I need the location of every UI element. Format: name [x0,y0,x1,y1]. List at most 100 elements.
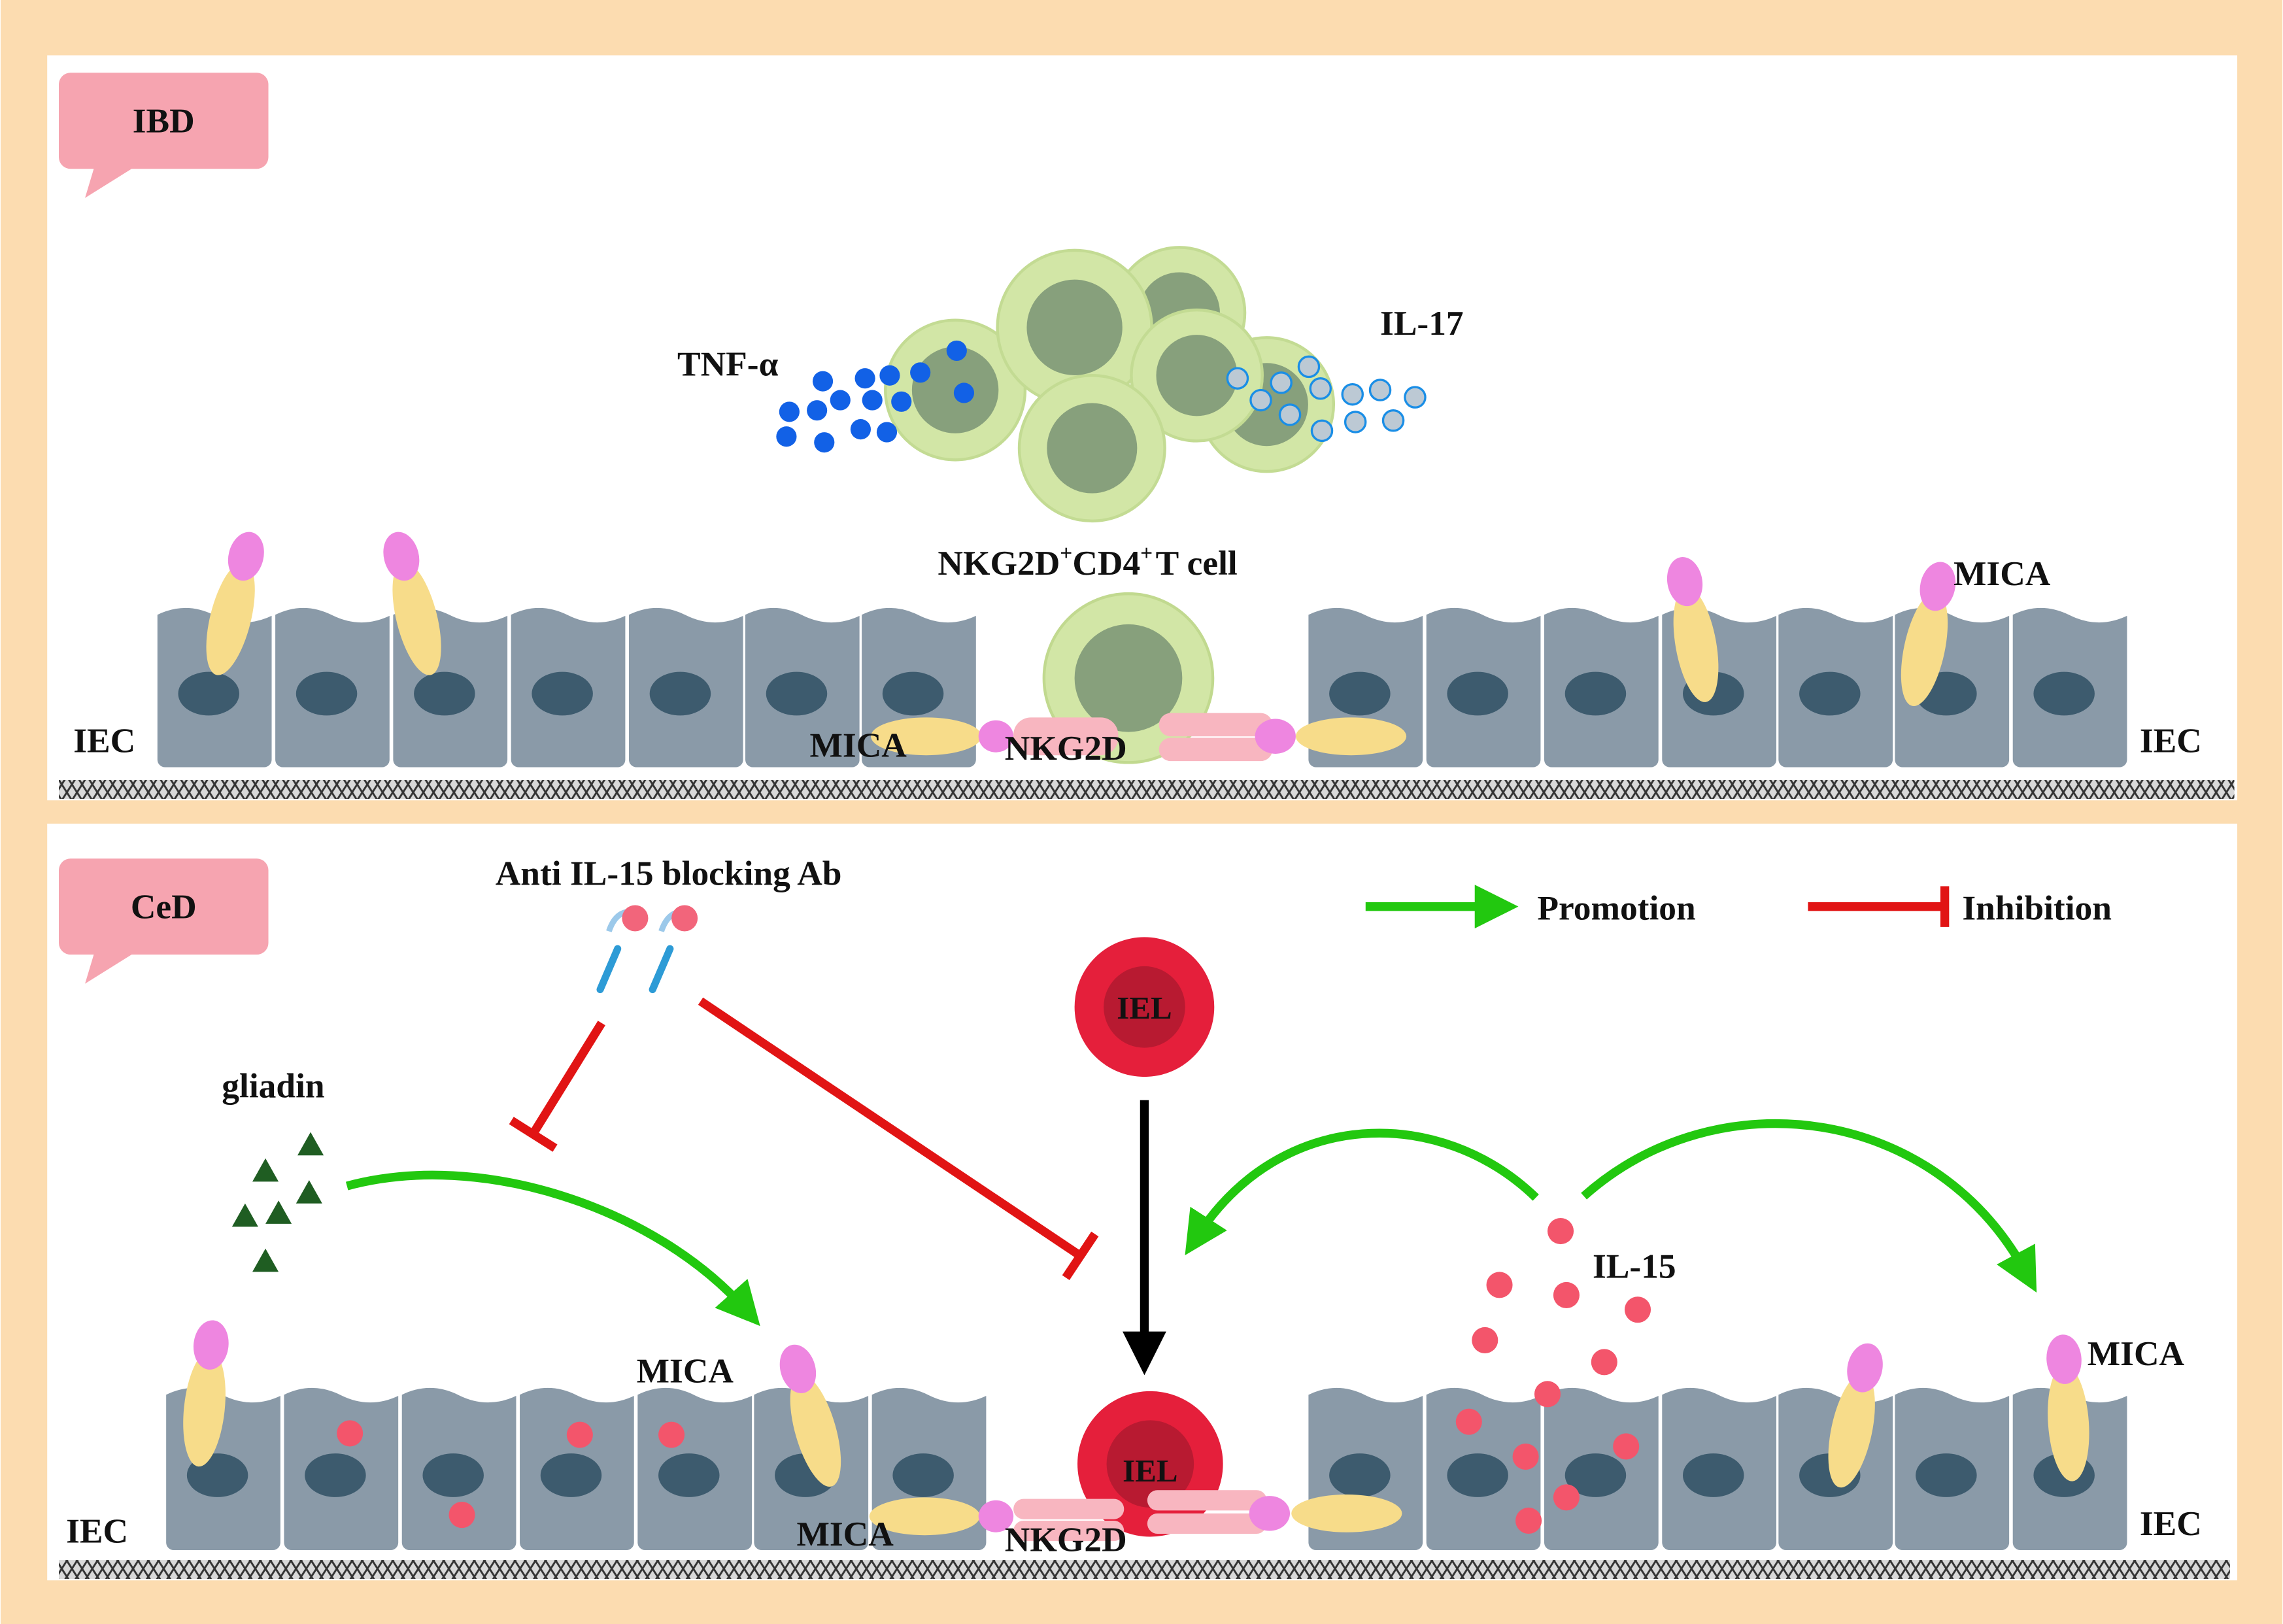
il15-particle [1547,1218,1574,1245]
gliadin-particle [252,1158,279,1182]
tnf-alpha-particle [862,390,883,411]
il15-particle [1472,1327,1498,1353]
cell-nucleus [1329,671,1391,716]
cell-nucleus [414,671,475,716]
epithelial-cell [1424,605,1543,770]
cell-nucleus [1564,1453,1627,1497]
gliadin-particle [297,1132,324,1156]
il15-particle [1553,1484,1580,1511]
mica-molecule [1666,557,1719,702]
ced-iec-left-label: IEC [66,1511,128,1550]
cell-nucleus [892,1453,954,1497]
nkg2d-receptor [1147,1490,1267,1511]
ibd-t-cell-cluster [884,246,1336,523]
ibd-badge: IBD [59,73,269,198]
il15-particle [1534,1381,1561,1408]
il15-promotes-mica-arrow [1581,1119,2037,1293]
ced-mica-left-label: MICA [796,1514,894,1553]
nkg2d-receptor [1158,737,1273,762]
ced-iec-right-label: IEC [2140,1504,2202,1543]
gliadin-promotes-mica-arrow [345,1170,760,1327]
cell-nucleus [532,671,593,716]
nkg2d-receptor [1013,717,1119,756]
cell-nucleus [1916,1453,1977,1497]
ibd-nkg2d-label: NKG2D [1005,728,1127,768]
epithelial-cell [1542,605,1661,770]
cell-nucleus [1799,671,1861,716]
tnf-alpha-particle [850,419,871,440]
tnf-alpha-particles [776,340,975,453]
ibd-basement-membrane [59,780,2235,799]
il15-particle [1455,1408,1482,1435]
ced-mica-molecules [183,1320,2089,1488]
mica-head [1255,719,1296,754]
gliadin-particle [231,1203,258,1227]
il15-particle [1486,1272,1513,1298]
epithelial-cell [2010,605,2129,770]
epithelial-cell [743,605,862,770]
mica-head [2046,1334,2082,1384]
antibody-inhibits-iel-arrow [698,997,1099,1280]
ced-epithelium [163,1385,2129,1553]
il15-promotes-iel-arrow [1185,1128,1539,1255]
cell-nucleus [658,1453,720,1497]
il15-particle [1512,1444,1539,1470]
nkg2d-receptor [1147,1513,1267,1534]
mica-molecule [1828,1343,1883,1488]
ibd-badge-label: IBD [133,101,195,141]
mica-molecule [1901,562,1956,707]
epithelial-cell [1776,605,1895,770]
mica-head [1919,562,1956,611]
mica-molecule [1295,717,1407,756]
cell-nucleus [305,1453,366,1497]
il17-particle [1310,419,1334,443]
il17-particle [1278,403,1302,426]
il17-particle [1381,409,1405,432]
gliadin-particle [265,1200,292,1224]
mica-head [978,1500,1014,1532]
cell-nucleus [1447,1453,1508,1497]
epithelial-cell [509,605,628,770]
tnf-alpha-particle [879,365,900,386]
cell-nucleus [178,671,239,716]
mica-molecule [206,532,264,675]
mica-head [1249,1496,1291,1531]
il17-particle [1341,382,1364,406]
il17-particle [1297,355,1321,379]
tnf-alpha-particle [946,340,967,361]
ibd-mica-right-label: MICA [1953,554,2051,593]
cell-nucleus [766,671,828,716]
epithelial-cell [1542,1385,1661,1553]
iel-bottom-label: IEL [1123,1453,1177,1489]
mica-molecule [2046,1334,2089,1481]
ibd-mica-left-label: MICA [810,725,907,764]
il15-particle [448,1502,475,1529]
il17-particle [1344,411,1367,433]
epithelial-cell [273,605,392,770]
il17-particle [1249,388,1272,412]
mica-molecule [383,532,441,675]
epithelial-cell [635,1385,754,1553]
il15-particle [1515,1507,1542,1534]
mica-molecule [1291,1494,1402,1532]
tnf-alpha-particle [854,368,875,389]
il15-particles [337,1218,1651,1534]
il15-particle [337,1420,364,1447]
il17-particle [1309,377,1332,400]
il17-particle [1270,371,1293,394]
tnf-alpha-particle [953,382,975,403]
cell-nucleus [2033,671,2095,716]
ibd-mica-nkg2d-complex [871,713,1407,762]
iel-top-label: IEL [1117,990,1172,1026]
il15-label: IL-15 [1593,1246,1676,1285]
il17-particles [1226,355,1427,443]
cell-nucleus [540,1453,602,1497]
cell-nucleus [649,671,711,716]
il15-particle [658,1421,685,1448]
antibody-label: Anti IL-15 blocking Ab [496,853,842,892]
il17-label: IL-17 [1380,303,1464,343]
cell-nucleus [1683,1453,1744,1497]
tnf-alpha-particle [807,400,828,421]
mica-molecule [183,1320,229,1467]
il17-particle [1404,386,1427,409]
